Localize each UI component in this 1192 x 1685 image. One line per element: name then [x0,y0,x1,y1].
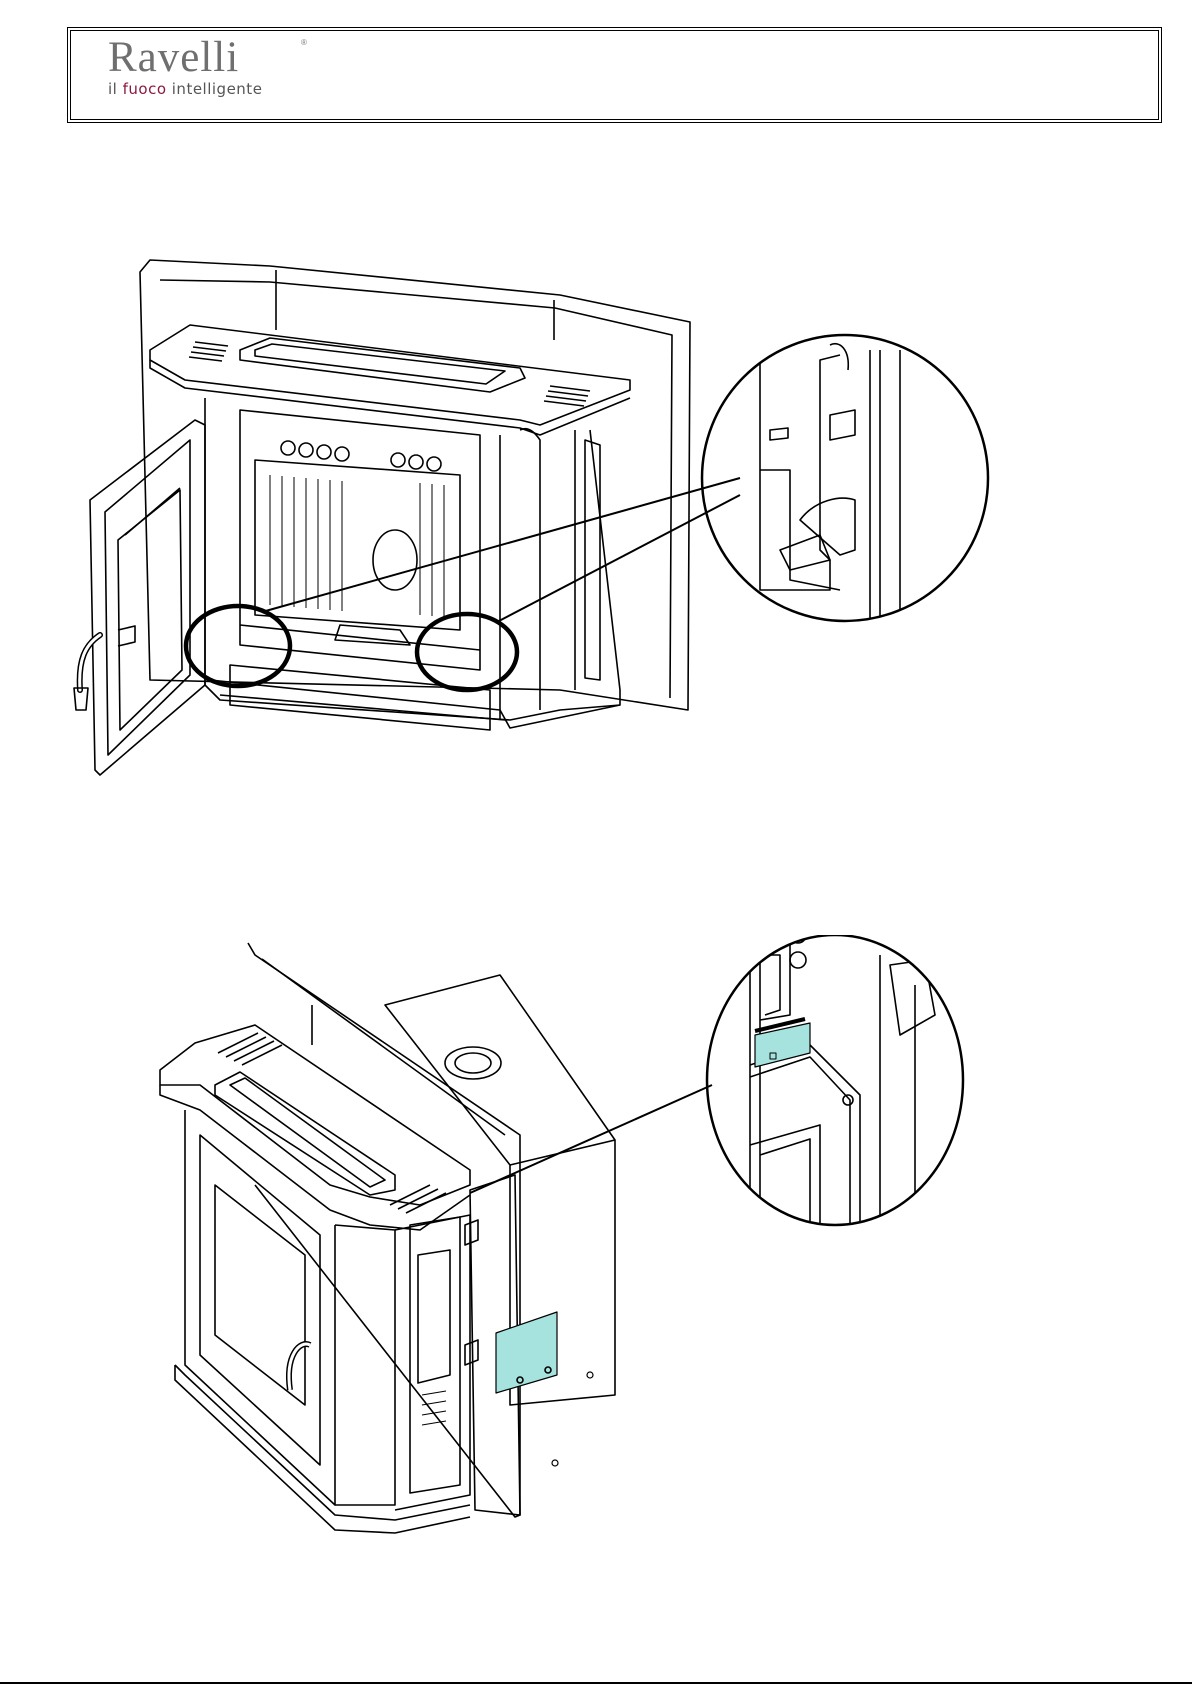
tagline-suffix: intelligente [167,80,263,98]
back-frame-plate [248,943,520,1517]
highlighted-board [496,1312,557,1393]
top-plate-2 [160,1025,470,1230]
brand-logo: Ravelli ® il fuoco intelligente [108,34,262,98]
leader-lines [262,478,740,622]
stove-body-2 [175,1110,470,1533]
logo-tagline: il fuoco intelligente [108,80,262,98]
footer-rule [0,1682,1192,1684]
leader-line [470,1085,712,1193]
stove-side-illustration [0,935,1192,1535]
logo-name: Ravelli [108,34,262,82]
firebox [230,410,490,730]
header-box: Ravelli ® il fuoco intelligente [67,27,1162,123]
open-door [74,420,205,775]
detail-magnifier [702,335,988,650]
detail-magnifier-2 [707,935,963,1235]
tagline-prefix: il [108,80,123,98]
stove-front-illustration [0,250,1192,850]
registered-mark: ® [301,38,307,47]
tagline-accent: fuoco [123,80,167,98]
top-plate [150,325,630,435]
